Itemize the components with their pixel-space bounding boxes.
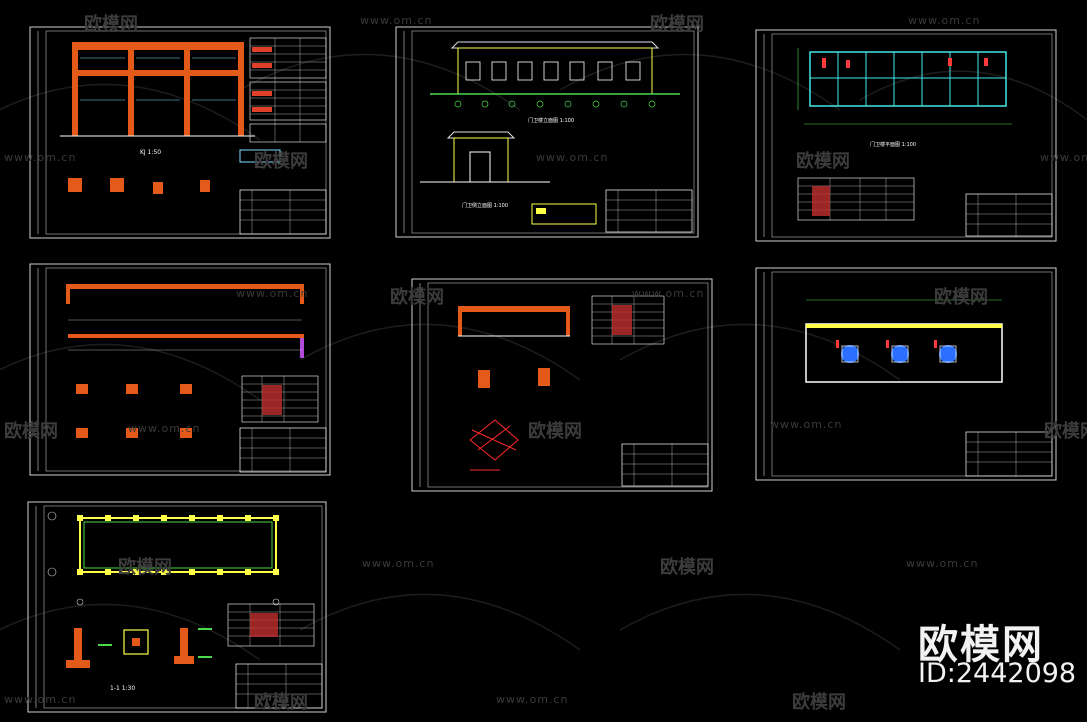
brand-id-text: ID:2442098: [918, 658, 1077, 689]
watermark-brand: 欧模网: [934, 287, 988, 308]
watermark-brand: 欧模网: [792, 692, 846, 713]
watermark-url: www.om.cn: [236, 287, 309, 300]
watermark-url: www.om.cn: [536, 151, 609, 164]
building-elevation-sheet: 门卫楼立面图 1:100 门卫侧立面图 1:100: [395, 26, 699, 238]
plan-label: 门卫楼平面图 1:100: [870, 141, 916, 148]
floor-plan-cyan-sheet: 门卫楼平面图 1:100: [755, 29, 1057, 242]
watermark-brand: 欧模网: [390, 287, 444, 308]
watermark-brand: 欧模网: [660, 557, 714, 578]
beam-detail-sheet: [411, 278, 713, 492]
watermark-brand: 欧模网: [254, 692, 308, 713]
watermark-url: www.om.cn: [906, 557, 979, 570]
watermark-brand: 欧模网: [1044, 421, 1087, 442]
watermark-brand: 欧模网: [254, 151, 308, 172]
brand-logo-text: 欧模网: [918, 622, 1044, 668]
watermark-brand: 欧模网: [650, 14, 704, 35]
watermark-url: www.om.cn: [4, 151, 77, 164]
watermark-brand: 欧模网: [796, 151, 850, 172]
watermark-url: www.om.cn: [4, 693, 77, 706]
beam-layout-sheet: [29, 263, 331, 476]
equipment-plan-sheet: [755, 267, 1057, 481]
watermark-url: www.om.cn: [632, 287, 705, 300]
frame-elevation-sheet: KJ 1:50: [29, 26, 331, 239]
elevation-label: 门卫楼立面图 1:100: [528, 117, 574, 124]
watermark-url: www.om.cn: [908, 14, 981, 27]
watermark-brand: 欧模网: [4, 421, 58, 442]
section-label: 1-1 1:30: [110, 685, 135, 692]
side-elevation-label: 门卫侧立面图 1:100: [462, 202, 508, 209]
watermark-url: www.om.cn: [496, 693, 569, 706]
watermark-brand: 欧模网: [84, 14, 138, 35]
watermark-url: www.om.cn: [1040, 151, 1087, 164]
watermark-url: www.om.cn: [128, 422, 201, 435]
watermark-brand: 欧模网: [118, 557, 172, 578]
watermark-url: www.om.cn: [360, 14, 433, 27]
watermark-url: www.om.cn: [770, 418, 843, 431]
watermark-arcs: [0, 53, 1087, 661]
watermark-brand: 欧模网: [528, 421, 582, 442]
frame-label: KJ 1:50: [140, 149, 161, 156]
watermark-url: www.om.cn: [362, 557, 435, 570]
foundation-plan-sheet: 1-1 1:30: [27, 501, 327, 713]
